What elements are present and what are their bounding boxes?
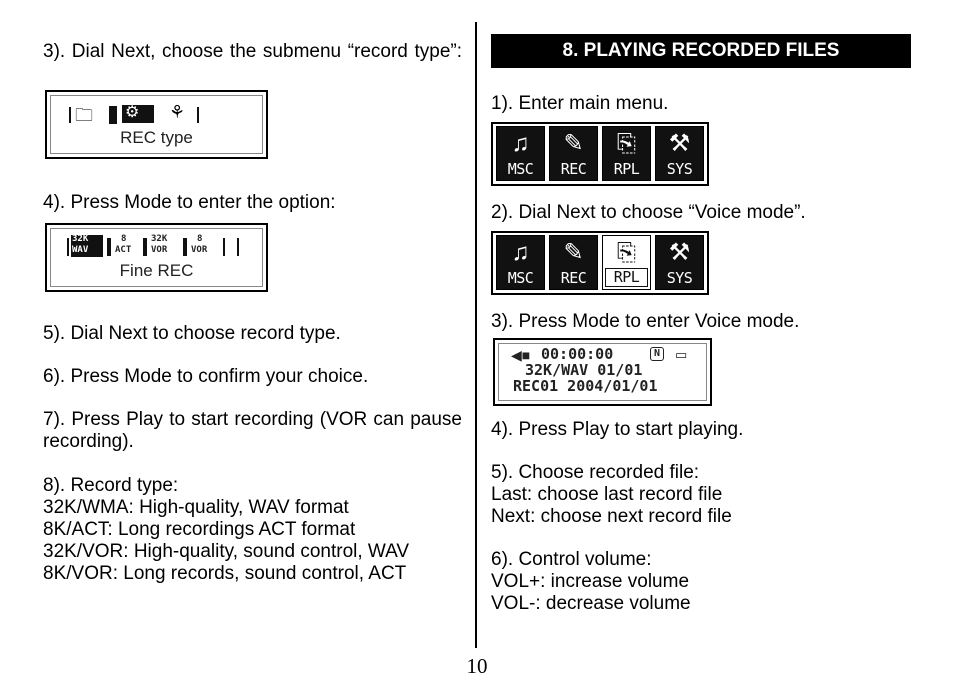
step4-right-text: 4). Press Play to start playing.	[491, 419, 744, 440]
lcd-rec-type: 🗀 ⚙ ⚘ REC type	[45, 90, 268, 159]
step7-text: 7). Press Play to start recording (VOR c…	[43, 409, 462, 452]
voice-mode-menu-lcd: ♫ MSC ✎ REC ⎘ RPL ⚒ SYS	[491, 231, 709, 295]
lcd-fine-rec: 32K WAV 8 ACT 32K VOR 8 VOR Fine REC	[45, 223, 268, 292]
replay-icon: ⎘	[616, 130, 637, 157]
record-type-line: 32K/VOR: High-quality, sound control, WA…	[43, 541, 410, 562]
battery-icon: ▭	[675, 347, 688, 362]
menu-tile-msc: ♫ MSC	[496, 126, 545, 181]
rec-settings-icon	[122, 105, 154, 123]
step5-title: 5). Choose recorded file:	[491, 462, 700, 483]
step1-text: 1). Enter main menu.	[491, 93, 669, 114]
menu-tile-sys: ⚒ SYS	[655, 235, 704, 290]
page-number: 10	[466, 654, 488, 678]
speaker-icon: ◀■	[511, 347, 531, 363]
microphone-icon: ✎	[563, 130, 584, 157]
step8-title: 8). Record type:	[43, 475, 179, 496]
step5-text: 5). Dial Next to choose record type.	[43, 323, 341, 344]
badge-n: N	[650, 347, 665, 361]
step5-line: Last: choose last record file	[491, 484, 723, 505]
replay-icon: ⎘	[616, 239, 637, 266]
step2-text: 2). Dial Next to choose “Voice mode”.	[491, 202, 806, 223]
voice-mode-lcd: ◀■ 00:00:00 N ▭ 32K/WAV 01/01 REC01 2004…	[493, 338, 712, 406]
menu-tile-rpl-selected: ⎘ RPL	[602, 235, 651, 290]
menu-tile-rpl: ⎘ RPL	[602, 126, 651, 181]
music-note-icon: ♫	[511, 130, 530, 157]
microphone-icon: ✎	[563, 239, 584, 266]
music-note-icon: ♫	[511, 239, 530, 266]
step6-line: VOL-: decrease volume	[491, 593, 691, 614]
menu-tile-sys: ⚒ SYS	[655, 126, 704, 181]
step3-text: 3). Dial Next, choose the submenu “recor…	[43, 41, 462, 62]
step5-line: Next: choose next record file	[491, 506, 732, 527]
column-divider	[475, 22, 477, 648]
figure-icon: ⚘	[169, 102, 186, 122]
step3-right-text: 3). Press Mode to enter Voice mode.	[491, 311, 800, 332]
step6-title: 6). Control volume:	[491, 549, 652, 570]
tools-icon: ⚒	[668, 239, 691, 266]
folder-icon: 🗀	[75, 105, 93, 125]
section-title: 8. PLAYING RECORDED FILES	[491, 34, 911, 68]
step4-text: 4). Press Mode to enter the option:	[43, 192, 336, 213]
lcd-fine-rec-label: Fine REC	[119, 261, 194, 280]
tools-icon: ⚒	[668, 130, 691, 157]
main-menu-lcd: ♫ MSC ✎ REC ⎘ RPL ⚒ SYS	[491, 122, 709, 186]
step6-text: 6). Press Mode to confirm your choice.	[43, 366, 369, 387]
record-type-line: 32K/WMA: High-quality, WAV format	[43, 497, 349, 518]
step6-line: VOL+: increase volume	[491, 571, 690, 592]
record-type-line: 8K/VOR: Long records, sound control, ACT	[43, 563, 407, 584]
lcd-rec-type-label: REC type	[120, 128, 193, 147]
menu-tile-rec: ✎ REC	[549, 126, 598, 181]
menu-tile-rec: ✎ REC	[549, 235, 598, 290]
record-type-line: 8K/ACT: Long recordings ACT format	[43, 519, 356, 540]
menu-tile-msc: ♫ MSC	[496, 235, 545, 290]
